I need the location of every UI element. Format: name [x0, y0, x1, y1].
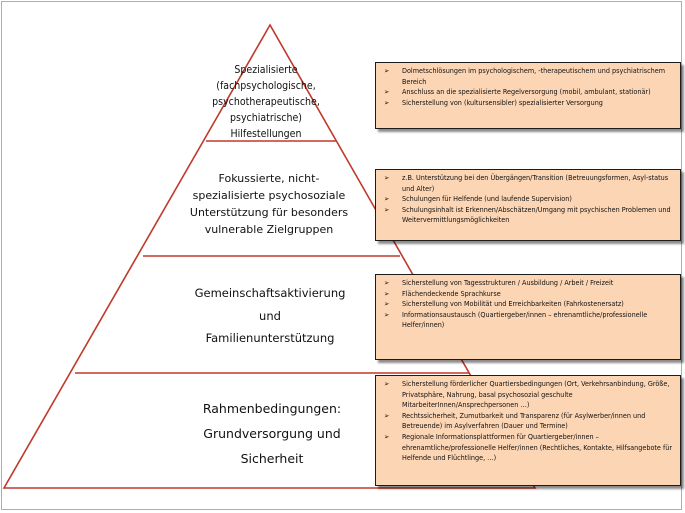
arrow-bullet-icon: ➢: [384, 310, 390, 319]
tier-3-line: Familienunterstützung: [205, 331, 335, 345]
list-item: ➢Informationsaustausch (Quartiergeber/in…: [384, 309, 648, 330]
measures-box-4: ➢Sicherstellung förderlicher Quartiersbe…: [375, 375, 681, 486]
tier-2-line: spezialisierte psychosoziale: [192, 189, 346, 202]
list-item: ➢Sicherstellung förderlicher Quartiersbe…: [384, 379, 670, 410]
list-item: ➢Flächendeckende Sprachkurse: [384, 288, 501, 298]
tier-4-label: Rahmenbedingungen: Grundversorgung und S…: [172, 396, 372, 471]
list-item: ➢Schulungsinhalt ist Erkennen/Abschätzen…: [384, 204, 671, 225]
tier-4-line: Sicherheit: [240, 451, 304, 466]
pyramid-outline: [2, 23, 537, 489]
tier-4-line: Grundversorgung und: [203, 426, 341, 441]
arrow-bullet-icon: ➢: [384, 289, 390, 298]
tier-1-line: (fachpsychologische,: [216, 80, 316, 92]
tier-1-line: Hilfestellungen: [230, 128, 302, 140]
list-item: ➢Dolmetschlösungen im psychologischem, -…: [384, 66, 666, 86]
tier-3-label: Gemeinschaftsaktivierung und Familienunt…: [170, 282, 370, 350]
tier-1-line: psychiatrische): [230, 112, 302, 124]
arrow-bullet-icon: ➢: [384, 98, 390, 107]
tier-1-label: Spezialisierte (fachpsychologische, psyc…: [196, 62, 336, 142]
arrow-bullet-icon: ➢: [384, 67, 390, 75]
arrow-bullet-icon: ➢: [384, 195, 390, 204]
arrow-bullet-icon: ➢: [384, 88, 390, 97]
arrow-bullet-icon: ➢: [384, 432, 390, 441]
tier-2-line: vulnerable Zielgruppen: [204, 223, 334, 236]
list-item: ➢Sicherstellung von Tagesstrukturen / Au…: [384, 278, 614, 287]
tier-2-label: Fokussierte, nicht- spezialisierte psych…: [180, 170, 358, 238]
tier-3-line: Gemeinschaftsaktivierung: [194, 286, 346, 300]
arrow-bullet-icon: ➢: [384, 380, 390, 388]
arrow-bullet-icon: ➢: [384, 411, 390, 420]
arrow-bullet-icon: ➢: [384, 279, 390, 287]
list-item: ➢Regionale Informationsplattformen für Q…: [384, 431, 672, 463]
arrow-bullet-icon: ➢: [384, 205, 390, 214]
list-item: ➢Sicherstellung von Mobilität und Erreic…: [384, 299, 624, 309]
list-item: ➢Rechtssicherheit, Zumutbarkeit und Tran…: [384, 410, 646, 431]
list-item: ➢Schulungen für Helfende (und laufende S…: [384, 194, 572, 204]
tier-2-line: Unterstützung für besonders: [189, 206, 349, 219]
tier-3-line: und: [259, 308, 281, 323]
tier-2-line: Fokussierte, nicht-: [218, 172, 320, 185]
list-item: ➢z.B. Unterstützung bei den Übergängen/T…: [384, 173, 669, 193]
arrow-bullet-icon: ➢: [384, 174, 390, 182]
list-item: ➢Anschluss an die spezialisierte Regelve…: [384, 87, 651, 97]
measures-box-2: ➢z.B. Unterstützung bei den Übergängen/T…: [375, 169, 681, 241]
tier-1-line: psychotherapeutische,: [212, 96, 320, 108]
arrow-bullet-icon: ➢: [384, 300, 390, 309]
tier-1-line: Spezialisierte: [234, 64, 298, 76]
measures-box-3: ➢Sicherstellung von Tagesstrukturen / Au…: [375, 274, 681, 360]
tier-4-line: Rahmenbedingungen:: [202, 401, 342, 416]
measures-box-1: ➢Dolmetschlösungen im psychologischem, -…: [375, 62, 681, 129]
list-item: ➢Sicherstellung von (kultursensibler) sp…: [384, 97, 603, 107]
